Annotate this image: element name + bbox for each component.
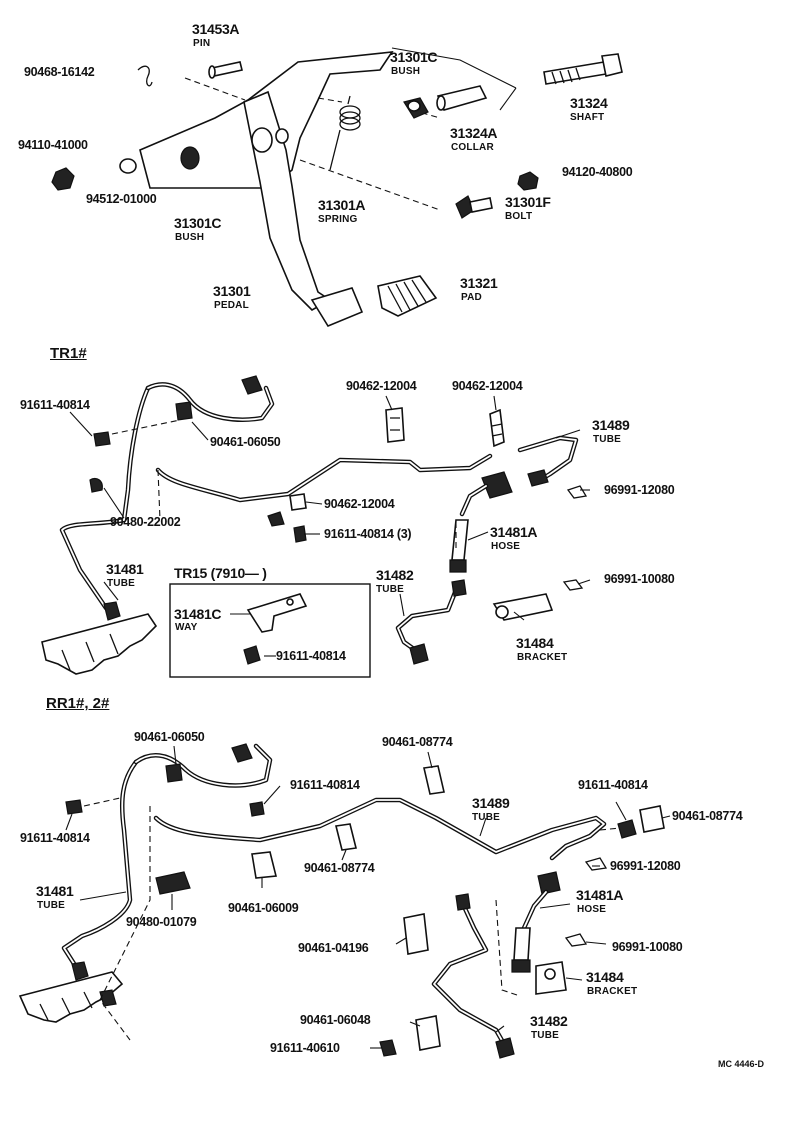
tr15-way-number: 31481C xyxy=(174,606,222,622)
rr1-bolt-right: 91611-40814 xyxy=(578,778,648,792)
rr1-tube-31489-number: 31489 xyxy=(472,795,510,811)
rr1-bolt-mid: 91611-40814 xyxy=(290,778,360,792)
pedal-name: PEDAL xyxy=(214,300,249,311)
rr1-grommet: 90480-01079 xyxy=(126,915,197,929)
clip-pin-shape xyxy=(137,65,153,87)
tr15-inset-title: TR15 (7910— ) xyxy=(174,565,267,581)
rr1-hose-name: HOSE xyxy=(577,904,607,915)
rr1-bolt-left: 91611-40814 xyxy=(20,831,90,845)
rr1-rail xyxy=(18,971,124,1023)
pin-shape xyxy=(211,61,243,77)
rr1-clamp-top: 90461-06050 xyxy=(134,730,205,744)
pivot-boss xyxy=(251,127,273,153)
tr1-tube-31481-number: 31481 xyxy=(106,561,144,577)
nut-right-shape xyxy=(517,171,539,191)
rr1-bracket-number: 31484 xyxy=(586,969,624,985)
pedal-number: 31301 xyxy=(213,283,251,299)
tr1-grommet: 90480-22002 xyxy=(110,515,181,529)
rr1-clip-96991a: 96991-12080 xyxy=(610,859,681,873)
bush-left-name: BUSH xyxy=(175,232,205,243)
shaft-name: SHAFT xyxy=(570,112,605,123)
nut-left-shape xyxy=(51,167,75,191)
bush-top-shape xyxy=(403,97,429,119)
pin-name: PIN xyxy=(193,38,211,49)
pedal-foot xyxy=(310,287,364,327)
bush-left-shape xyxy=(180,146,200,170)
rr1-grommet xyxy=(155,871,191,895)
rr1-clamp-08774-right: 90461-08774 xyxy=(672,809,743,823)
rr1-tube-31482-number: 31482 xyxy=(530,1013,568,1029)
rr1-drawing xyxy=(18,743,671,1059)
tr1-bolt-3: 91611-40814 (3) xyxy=(324,527,412,541)
spring-shape xyxy=(329,95,361,171)
spring-name: SPRING xyxy=(318,214,358,225)
bush-top-number: 31301C xyxy=(390,49,438,65)
tr1-clip-c: 90462-12004 xyxy=(324,497,395,511)
rr1-tube-31489-name: TUBE xyxy=(472,812,501,823)
pad-number: 31321 xyxy=(460,275,498,291)
tr1-hose-name: HOSE xyxy=(491,541,521,552)
bolt-shape xyxy=(455,195,493,219)
bush-left-number: 31301C xyxy=(174,215,222,231)
tr1-tube-31482-name: TUBE xyxy=(376,584,405,595)
rr1-hose-number: 31481A xyxy=(576,887,624,903)
tr1-bolt-top: 91611-40814 xyxy=(20,398,90,412)
washer-shape xyxy=(119,158,137,174)
rr1-section-label: RR1#, 2# xyxy=(46,695,110,712)
washer-number: 94512-01000 xyxy=(86,192,157,206)
spring-number: 31301A xyxy=(318,197,366,213)
tr1-tube-31489-name: TUBE xyxy=(593,434,622,445)
rr1-tube-31481-number: 31481 xyxy=(36,883,74,899)
bush-top-name: BUSH xyxy=(391,66,421,77)
nut-right-number: 94120-40800 xyxy=(562,165,633,179)
rr1-tube-31481-name: TUBE xyxy=(37,900,66,911)
tr1-hose-number: 31481A xyxy=(490,524,538,540)
tr1-clip-a: 90462-12004 xyxy=(346,379,417,393)
tr15-inset-box xyxy=(169,583,371,678)
tr1-drawing xyxy=(41,375,591,678)
tr1-section-label: TR1# xyxy=(50,345,87,362)
rr1-clamp-08774-top: 90461-08774 xyxy=(382,735,453,749)
drawing-code: MC 4446-D xyxy=(718,1059,765,1069)
pin-number: 31453A xyxy=(192,21,240,37)
rr1-clamp-08774-mid: 90461-08774 xyxy=(304,861,375,875)
tr1-tube-31489-number: 31489 xyxy=(592,417,630,433)
tr1-clip-b: 90462-12004 xyxy=(452,379,523,393)
rr1-clip-96991b: 96991-10080 xyxy=(612,940,683,954)
tr1-tube-31481-name: TUBE xyxy=(107,578,136,589)
bolt-number: 31301F xyxy=(505,194,551,210)
tr1-clip-96991a: 96991-12080 xyxy=(604,483,675,497)
tr1-rail xyxy=(41,613,158,675)
pedal-assembly-drawing xyxy=(51,47,623,327)
rr1-tube-31482-name: TUBE xyxy=(531,1030,560,1041)
shaft-shape xyxy=(543,61,607,85)
collar-name: COLLAR xyxy=(451,142,494,153)
rr1-clamp-06009: 90461-06009 xyxy=(228,901,299,915)
nut-left-number: 94110-41000 xyxy=(18,138,88,152)
shaft-number: 31324 xyxy=(570,95,608,111)
tr1-bracket-number: 31484 xyxy=(516,635,554,651)
bolt-name: BOLT xyxy=(505,211,533,222)
tr1-bracket-name: BRACKET xyxy=(517,652,568,663)
pad-name: PAD xyxy=(461,292,482,303)
rr1-clamp-06048: 90461-06048 xyxy=(300,1013,371,1027)
tr1-tube-31482-number: 31482 xyxy=(376,567,414,583)
tr15-bolt: 91611-40814 xyxy=(276,649,346,663)
rr1-bracket-name: BRACKET xyxy=(587,986,638,997)
collar-number: 31324A xyxy=(450,125,498,141)
rr1-clamp-04196: 90461-04196 xyxy=(298,941,369,955)
tr1-clamp-top: 90461-06050 xyxy=(210,435,281,449)
tr15-way-name: WAY xyxy=(175,622,198,633)
rr1-bolt-bottom: 91611-40610 xyxy=(270,1041,340,1055)
pad-shape xyxy=(377,275,438,317)
clip-pin-number: 90468-16142 xyxy=(24,65,95,79)
tr1-clip-96991b: 96991-10080 xyxy=(604,572,675,586)
